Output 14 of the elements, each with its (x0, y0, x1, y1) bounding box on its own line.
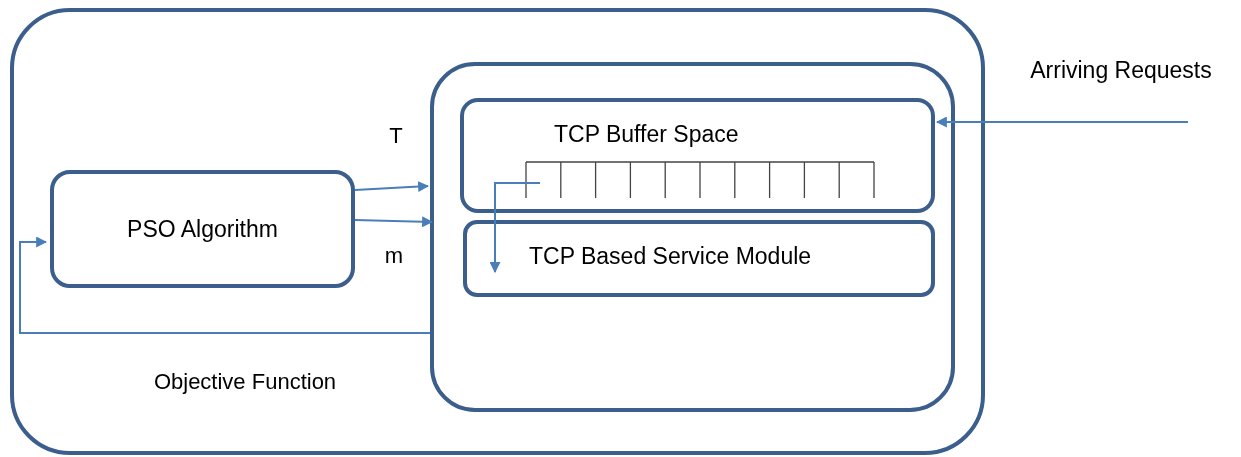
process-box (50, 170, 355, 288)
module-box (463, 220, 935, 297)
buffer-box (460, 98, 935, 213)
node-label: TCP Based Service Module (529, 242, 812, 271)
node-label: PSO Algorithm (127, 214, 278, 244)
arrow (354, 181, 430, 193)
input-label: Arriving Requests (1030, 55, 1212, 85)
arrow (19, 236, 431, 334)
arrow (489, 182, 541, 274)
outer-container (10, 8, 985, 455)
arrow (935, 116, 1189, 128)
arrow (354, 216, 434, 228)
node-label: TCP Buffer Space (554, 120, 739, 149)
server-container (430, 62, 955, 412)
